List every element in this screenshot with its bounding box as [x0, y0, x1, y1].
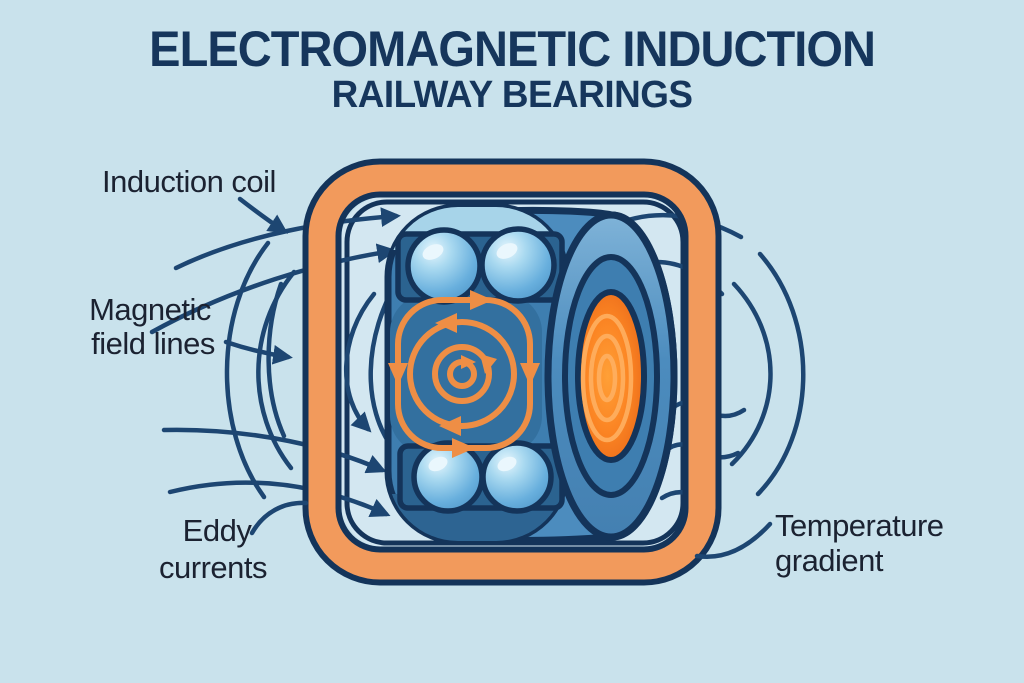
label-eddy-line1: Eddy	[183, 513, 253, 548]
ball-bearing	[480, 440, 554, 514]
eddy-arrowhead	[388, 363, 408, 386]
field-line	[266, 281, 287, 439]
label-temperature-line1: Temperature	[775, 508, 944, 543]
eddy-loop-mid	[407, 319, 517, 429]
eddy-loop-small	[432, 344, 492, 404]
eddy-arrowhead	[435, 313, 457, 333]
ball-bearing	[479, 226, 557, 304]
page-title: ELECTROMAGNETIC INDUCTION	[149, 21, 876, 77]
ball-bearing	[405, 227, 483, 305]
ball-highlight	[428, 456, 448, 472]
ball-highlight	[422, 244, 444, 260]
field-line-arrow	[173, 207, 401, 271]
field-line	[755, 251, 806, 497]
label-magnetic-line2: field lines	[91, 326, 215, 361]
eddy-currents-pointer-line	[249, 500, 309, 536]
field-line-arrow	[343, 291, 377, 433]
field-line	[729, 281, 773, 467]
field-line	[224, 240, 271, 500]
eddy-arrowhead	[520, 363, 540, 386]
induction-coil-pointer-arrow	[237, 196, 289, 234]
page-subtitle: RAILWAY BEARINGS	[331, 74, 693, 116]
label-magnetic-line1: Magnetic	[89, 292, 211, 327]
temperature-gradient-rings	[580, 313, 634, 443]
eddy-current-loops	[388, 290, 540, 458]
temperature-gradient-pointer-line	[694, 521, 773, 559]
eddy-arrowhead	[452, 438, 475, 458]
field-line-arrow	[167, 480, 391, 518]
ball-highlight	[497, 456, 517, 472]
label-induction-coil: Induction coil	[102, 164, 276, 199]
ball-highlight	[496, 243, 518, 259]
eddy-arrowhead	[439, 416, 461, 436]
coil-band	[308, 164, 716, 580]
label-temperature-line2: gradient	[775, 543, 884, 578]
diagram-header: ELECTROMAGNETIC INDUCTION RAILWAY BEARIN…	[0, 24, 1024, 114]
eddy-arrowhead	[461, 355, 476, 369]
label-eddy-line2: currents	[159, 550, 267, 585]
ball-bearing	[411, 440, 485, 514]
eddy-arrowhead	[470, 290, 493, 310]
magnetic-field-pointer-arrow	[223, 339, 293, 365]
field-line-arrow	[149, 243, 397, 335]
field-line-arrow	[161, 427, 387, 474]
induction-coil	[302, 158, 722, 586]
eddy-arrowhead	[480, 354, 497, 374]
annotations: Induction coil Magnetic field lines Eddy…	[89, 164, 944, 585]
